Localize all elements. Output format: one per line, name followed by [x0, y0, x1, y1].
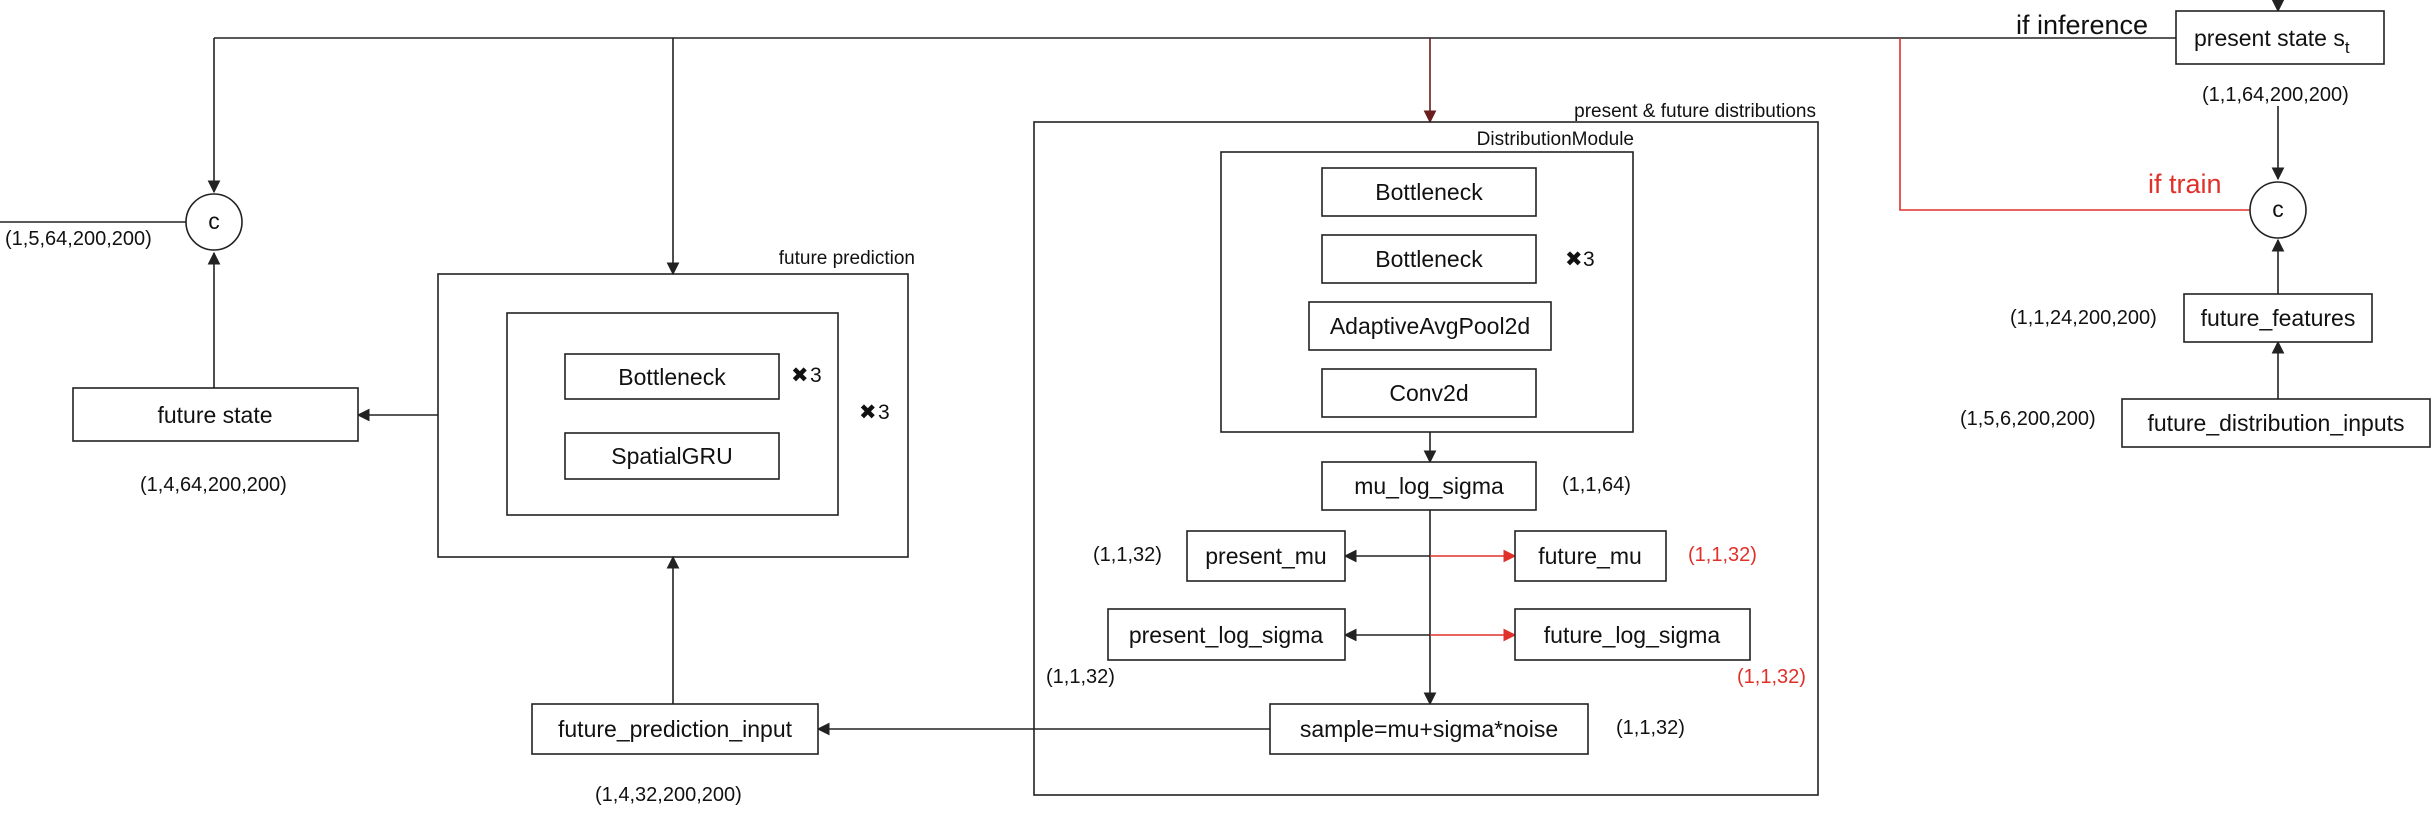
module-bottleneck-2-box [1321, 234, 1537, 284]
sample-box [1269, 703, 1589, 755]
right-concat-node [2249, 181, 2307, 239]
future-prediction-input-box [531, 703, 819, 755]
present-state-dim: (1,1,64,200,200) [2202, 84, 2349, 106]
sample-dim: (1,1,32) [1616, 717, 1685, 739]
present-mu-label: present_mu [1205, 543, 1326, 569]
left-concat-dim: (1,5,64,200,200) [5, 228, 152, 250]
future-mu-box [1514, 530, 1667, 582]
prediction-outer-repeat-count: 3 [878, 401, 890, 424]
module-repeat-count: 3 [1583, 248, 1595, 271]
future-features-dim: (1,1,24,200,200) [2010, 307, 2157, 329]
future-prediction-input-dim: (1,4,32,200,200) [595, 784, 742, 806]
present-state-label: present state st [2194, 25, 2350, 57]
future-state-dim: (1,4,64,200,200) [140, 474, 287, 496]
if-inference-label: if inference [2016, 10, 2148, 40]
present-state-text: present state s [2194, 25, 2345, 51]
train-path [1899, 38, 2251, 211]
future-mu-dim: (1,1,32) [1688, 544, 1757, 566]
present-state-box [2175, 10, 2385, 65]
module-repeat-x: ✖ [1565, 248, 1583, 271]
present-state-subscript: t [2345, 38, 2350, 57]
module-conv2d-box [1321, 368, 1537, 418]
future-distribution-inputs-box [2121, 398, 2431, 448]
future-prediction-input-label: future_prediction_input [558, 716, 793, 742]
module-adaptiveavgpool-label: AdaptiveAvgPool2d [1330, 313, 1530, 339]
left-concat-node [185, 193, 243, 251]
future-distribution-inputs-dim: (1,5,6,200,200) [1960, 408, 2096, 430]
prediction-inner-repeat-count: 3 [810, 364, 822, 387]
distribution-module-frame [1220, 151, 1634, 433]
present-mu-dim: (1,1,32) [1093, 544, 1162, 566]
mu-log-sigma-box [1321, 461, 1537, 511]
module-bottleneck-1-label: Bottleneck [1375, 179, 1483, 205]
mu-log-sigma-label: mu_log_sigma [1354, 473, 1504, 499]
if-train-label: if train [2148, 169, 2222, 199]
module-adaptiveavgpool-box [1308, 301, 1552, 351]
sample-label: sample=mu+sigma*noise [1300, 716, 1558, 742]
future-state-label: future state [157, 402, 272, 428]
distributions-frame [1033, 121, 1819, 796]
present-mu-box [1186, 530, 1346, 582]
connectors [0, 0, 2285, 736]
future-features-label: future_features [2201, 305, 2356, 331]
future-mu-label: future_mu [1538, 543, 1642, 569]
future-log-sigma-label: future_log_sigma [1544, 622, 1721, 648]
present-log-sigma-label: present_log_sigma [1129, 622, 1324, 648]
future-prediction-title: future prediction [779, 248, 915, 269]
prediction-bottleneck-label: Bottleneck [618, 364, 726, 390]
prediction-outer-repeat-x: ✖ [859, 401, 877, 424]
left-concat-label: c [208, 208, 220, 234]
distributions-title: present & future distributions [1574, 101, 1816, 122]
module-bottleneck-1-box [1321, 167, 1537, 217]
prediction-group: future prediction Bottleneck ✖ 3 Spatial… [5, 193, 915, 806]
future-features-box [2183, 293, 2373, 343]
spatial-gru-label: SpatialGRU [611, 443, 732, 469]
module-conv2d-label: Conv2d [1389, 380, 1468, 406]
prediction-bottleneck-box [564, 353, 780, 400]
future-prediction-frame [437, 273, 909, 558]
future-distribution-inputs-label: future_distribution_inputs [2148, 410, 2405, 436]
future-log-sigma-dim: (1,1,32) [1737, 666, 1806, 688]
future-state-box [72, 387, 359, 442]
distribution-module-title: DistributionModule [1477, 129, 1634, 150]
future-log-sigma-box [1514, 608, 1751, 661]
prediction-inner-frame [506, 312, 839, 516]
inputs-group: if inference present state st (1,1,64,20… [1960, 10, 2431, 448]
present-log-sigma-box [1107, 608, 1346, 661]
prediction-inner-repeat-x: ✖ [791, 364, 809, 387]
module-bottleneck-2-label: Bottleneck [1375, 246, 1483, 272]
mu-log-sigma-dim: (1,1,64) [1562, 474, 1631, 496]
spatial-gru-box [564, 432, 780, 480]
present-log-sigma-dim: (1,1,32) [1046, 666, 1115, 688]
distributions-group: present & future distributions Distribut… [1033, 101, 1819, 796]
right-concat-label: c [2272, 196, 2284, 222]
